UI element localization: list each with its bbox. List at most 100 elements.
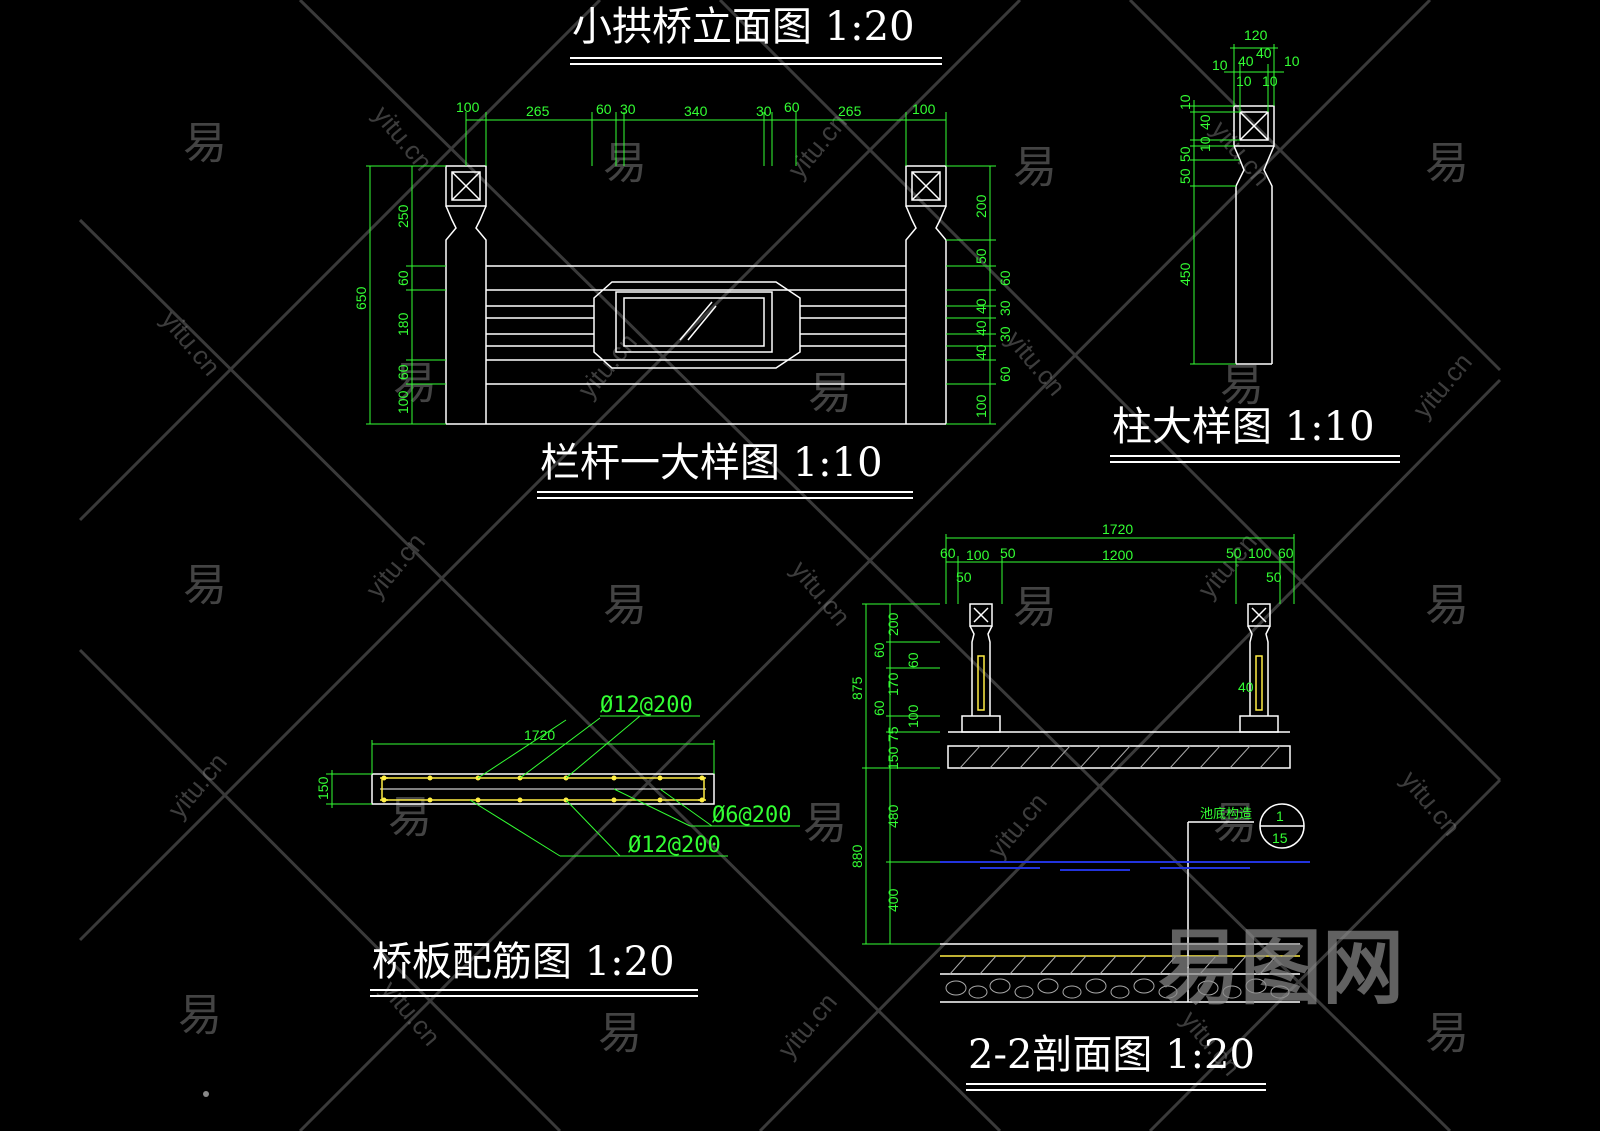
dim-label: 100 xyxy=(973,394,989,418)
dim-label: 450 xyxy=(1177,262,1193,286)
watermark-site: yitu.cn xyxy=(367,100,438,177)
dim-label: 40 xyxy=(973,344,989,360)
dim-label: 200 xyxy=(973,194,989,218)
watermark-glyph: 易 xyxy=(178,990,222,1041)
title-railing: 栏杆一大样图 1:10 xyxy=(537,440,913,499)
reference-bubble-top: 1 xyxy=(1276,808,1284,824)
watermark-site: yitu.cn xyxy=(155,305,226,382)
dim-label: 10 xyxy=(1284,53,1300,69)
pond-bottom-note: 池底构造 xyxy=(1200,806,1252,821)
watermark-lines xyxy=(78,0,1502,1131)
slab-thickness-label: 150 xyxy=(315,776,331,800)
watermark-glyph: 易 xyxy=(1213,798,1257,849)
dim-label: 50 xyxy=(1266,569,1282,585)
elevation-dim-labels: 100 265 60 30 340 30 60 265 100 650 250 … xyxy=(353,99,1013,418)
watermark-site: yitu.cn xyxy=(982,787,1053,864)
dim-label: 40 xyxy=(1238,53,1254,69)
column-dim-lines xyxy=(1190,44,1284,365)
elevation-dim-lines xyxy=(366,112,996,425)
dim-label: 400 xyxy=(885,888,901,912)
dim-label: 50 xyxy=(973,248,989,264)
column-dim-labels: 120 40 10 40 10 10 10 10 40 10 50 50 450 xyxy=(1177,27,1300,286)
dim-label: 100 xyxy=(395,390,411,414)
rebar-bottom-callout: Ø12@200 xyxy=(628,833,721,858)
watermark-glyph: 易 xyxy=(183,118,227,169)
section-drawing xyxy=(940,603,1305,1003)
dim-label: 265 xyxy=(838,103,862,119)
column-detail-drawing xyxy=(1233,105,1275,365)
slab-length-label: 1720 xyxy=(524,727,555,743)
dim-label: 40 xyxy=(1197,114,1213,130)
dim-label: 10 xyxy=(1197,136,1213,152)
watermark-glyph: 易 xyxy=(1425,1008,1469,1059)
dim-label: 200 xyxy=(885,612,901,636)
title-section: 2-2剖面图 1:20 xyxy=(966,1032,1266,1091)
dim-label: 60 xyxy=(940,545,956,561)
dim-label: 10 xyxy=(1262,73,1278,89)
dim-label: 10 xyxy=(1177,94,1193,110)
site-logo-text: 易图网 xyxy=(1158,921,1404,1016)
title-section-text: 2-2剖面图 1:20 xyxy=(968,1032,1255,1078)
dim-label: 120 xyxy=(1244,27,1268,43)
dim-label: 875 xyxy=(849,676,865,700)
watermark-glyph: 易 xyxy=(1425,138,1469,189)
dim-label: 60 xyxy=(871,700,887,716)
dim-label: 30 xyxy=(620,101,636,117)
watermark-glyph: 易 xyxy=(603,138,647,189)
section-dim-lines xyxy=(862,534,1295,945)
title-elevation-text: 小拱桥立面图 1:20 xyxy=(572,4,915,50)
watermark-site: yitu.cn xyxy=(772,987,843,1064)
title-railing-text: 栏杆一大样图 1:10 xyxy=(540,440,883,486)
watermark-site: yitu.cn xyxy=(572,327,643,404)
dim-label: 50 xyxy=(1177,168,1193,184)
watermark-site: yitu.cn xyxy=(375,975,446,1052)
dim-label: 30 xyxy=(997,326,1013,342)
dim-label: 100 xyxy=(456,99,480,115)
dim-label: 30 xyxy=(756,103,772,119)
dim-label: 60 xyxy=(784,99,800,115)
watermark-glyph: 易 xyxy=(598,1008,642,1059)
dim-label: 100 xyxy=(905,704,921,728)
title-slab-text: 桥板配筋图 1:20 xyxy=(372,939,675,985)
reference-bubble-bottom: 15 xyxy=(1272,830,1288,846)
watermark-glyph: 易 xyxy=(183,560,227,611)
dim-label: 40 xyxy=(1256,45,1272,61)
dim-label: 10 xyxy=(1212,57,1228,73)
dim-label: 40 xyxy=(973,298,989,314)
watermark-site: yitu.cn xyxy=(1205,115,1276,192)
site-logo-watermark: 易图网 xyxy=(1158,921,1404,1016)
dim-label: 60 xyxy=(596,101,612,117)
elevation-railing-drawing xyxy=(445,165,947,425)
title-slab: 桥板配筋图 1:20 xyxy=(370,939,698,997)
dim-label: 60 xyxy=(395,364,411,380)
watermark-glyph: 易 xyxy=(1013,142,1057,193)
dim-label: 170 xyxy=(885,672,901,696)
dim-label: 50 xyxy=(956,569,972,585)
dim-label: 265 xyxy=(526,103,550,119)
watermark-glyph: 易 xyxy=(1220,360,1264,411)
dim-label: 1200 xyxy=(1102,547,1133,563)
dim-label: 60 xyxy=(395,270,411,286)
dim-label: 150 xyxy=(885,746,901,770)
dim-label: 60 xyxy=(871,642,887,658)
dim-label: 60 xyxy=(1278,545,1294,561)
watermark-glyph: 易 xyxy=(1425,580,1469,631)
dim-label: 60 xyxy=(905,652,921,668)
watermark-glyph: 易 xyxy=(803,798,847,849)
post-detail-label: 40 xyxy=(1238,679,1254,695)
dim-label: 60 xyxy=(997,270,1013,286)
watermark-site: yitu.cn xyxy=(360,527,431,604)
rebar-top-callout: Ø12@200 xyxy=(600,693,693,718)
section-dim-labels: 1720 60 100 50 1200 50 100 60 50 50 875 … xyxy=(849,521,1294,912)
title-elevation: 小拱桥立面图 1:20 xyxy=(570,4,942,65)
watermark-glyph: 易 xyxy=(808,368,852,419)
dim-label: 50 xyxy=(1226,545,1242,561)
watermark-site: yitu.cn xyxy=(785,555,856,632)
dim-label: 75 xyxy=(885,726,901,742)
watermark-glyph: 易 xyxy=(603,580,647,631)
dim-label: 180 xyxy=(395,312,411,336)
rebar-mid-callout: Ø6@200 xyxy=(712,803,791,828)
dim-label: 40 xyxy=(973,320,989,336)
dim-label: 480 xyxy=(885,804,901,828)
dim-label: 30 xyxy=(997,300,1013,316)
